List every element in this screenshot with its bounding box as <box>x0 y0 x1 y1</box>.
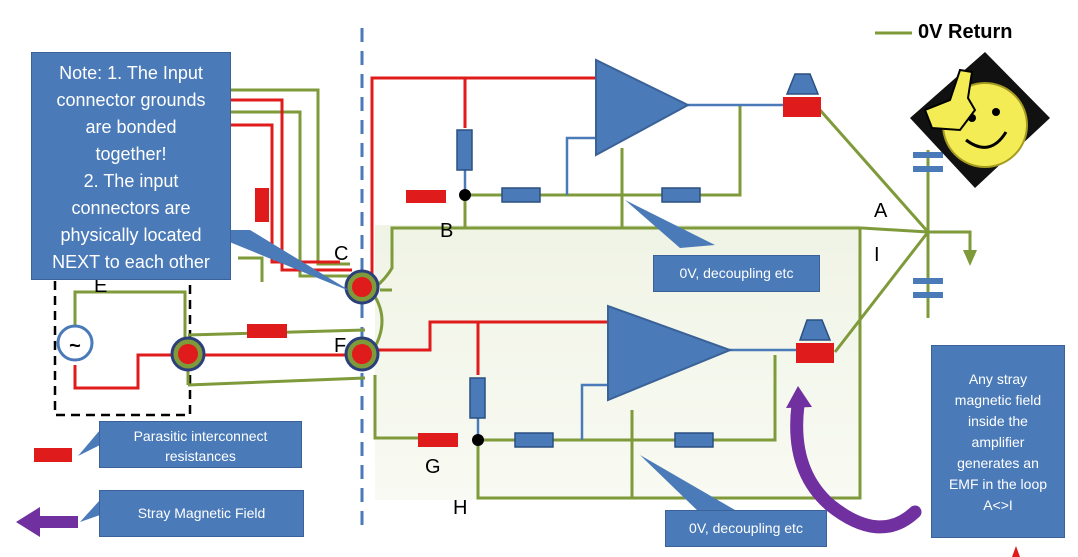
label-b: B <box>440 220 453 242</box>
label-i: I <box>874 244 880 266</box>
source-connector <box>170 336 206 372</box>
junction-h <box>472 434 484 446</box>
note-line: are bonded <box>85 117 177 137</box>
ac-source-symbol: ~ <box>69 335 81 357</box>
feedback-wires <box>463 103 796 440</box>
connector-f <box>344 336 380 372</box>
decoupling-top-callout: 0V, decoupling etc <box>653 255 820 292</box>
ac-source-icon <box>56 324 94 362</box>
decoupling-bottom-callout: 0V, decoupling etc <box>665 510 827 547</box>
note-pointer <box>200 230 352 292</box>
stray-field-text: Any stray magnetic field inside the ampl… <box>948 371 1048 513</box>
corner-red-mark <box>1012 546 1020 557</box>
capacitor-upper <box>913 152 943 172</box>
lower-amplifier <box>607 304 733 402</box>
upper-amplifier <box>595 58 691 157</box>
label-a: A <box>874 200 888 222</box>
return-legend-label: 0V Return <box>918 21 1012 43</box>
key-magnetic-callout: Stray Magnetic Field <box>99 490 304 537</box>
key-parasitic-callout: Parasitic interconnect resistances <box>99 421 302 468</box>
decoupling-top-pointer <box>625 200 715 248</box>
return-wires <box>73 88 972 500</box>
label-h: H <box>453 497 467 519</box>
connector-c <box>344 269 380 305</box>
note-line: Note: 1. The Input <box>59 63 203 83</box>
key-parasitic-text: Parasitic interconnect resistances <box>133 428 268 464</box>
blue-resistors <box>456 129 714 448</box>
stray-field-callout: Any stray magnetic field inside the ampl… <box>931 345 1065 538</box>
key-magnetic-pointer <box>80 500 100 522</box>
note-line: physically located <box>60 225 202 245</box>
key-parasitic-swatch <box>34 448 72 462</box>
label-c: C <box>334 243 348 265</box>
key-magnetic-arrow-icon <box>16 507 78 537</box>
label-g: G <box>425 456 441 478</box>
parasitic-resistors <box>247 97 834 447</box>
upper-speaker-icon <box>785 73 820 95</box>
note-line: 2. The input <box>83 171 179 191</box>
ground-arrow-icon <box>963 250 977 266</box>
label-e: E <box>94 275 107 297</box>
thumbs-up-smiley-icon <box>910 52 1050 188</box>
key-parasitic-pointer <box>78 430 100 456</box>
magnetic-field-arrowhead <box>786 386 812 408</box>
note-callout: Note: 1. The Input connector grounds are… <box>31 52 231 280</box>
capacitor-lower <box>913 278 943 298</box>
decoupling-bottom-text: 0V, decoupling etc <box>689 520 803 536</box>
note-line: together! <box>95 144 167 164</box>
note-line: connector grounds <box>56 90 206 110</box>
note-line: connectors are <box>71 198 191 218</box>
magnetic-field-arrow-icon <box>790 398 922 534</box>
lower-speaker-icon <box>798 319 832 341</box>
label-f: F <box>334 335 346 357</box>
key-magnetic-text: Stray Magnetic Field <box>137 505 266 521</box>
decoupling-bottom-pointer <box>640 455 735 513</box>
note-line: NEXT to each other <box>52 252 210 272</box>
junction-b <box>459 189 471 201</box>
decoupling-top-text: 0V, decoupling etc <box>679 265 794 281</box>
signal-wires <box>73 76 608 390</box>
